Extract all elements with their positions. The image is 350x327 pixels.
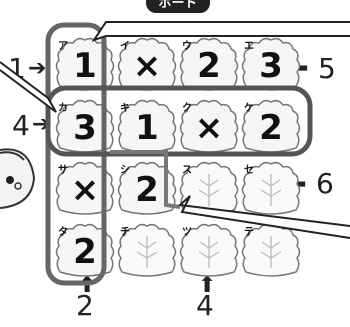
row1-left-arrow: ➔ [28,58,46,80]
cell-value: × [52,168,118,212]
cell-value: 1 [52,44,118,88]
row1-left-hint: 1 [8,55,26,83]
row2-left-hint: 4 [12,112,30,140]
row1-right-hint: 5 [318,55,336,83]
cell-kana-label: テ [244,223,254,238]
board-cell[interactable]: テ [238,218,304,284]
cell-kana-label: ス [182,161,192,176]
cell-value: 3 [238,44,304,88]
cell-value: 3 [52,106,118,150]
board-cell[interactable]: イ× [114,32,180,98]
board-cell[interactable]: チ [114,218,180,284]
cell-value: 2 [114,168,180,212]
board-title: ボード [146,0,210,13]
cell-kana-label: セ [244,161,254,176]
board-cell[interactable]: ス [176,156,242,222]
cell-value: 2 [52,230,118,274]
character-illustration [0,149,34,208]
cell-kana-label: チ [120,223,130,238]
board-cell[interactable]: ツ [176,218,242,284]
row3-right-hint: 6 [316,170,334,198]
cell-value: × [114,44,180,88]
cell-value: 2 [176,44,242,88]
board-cell[interactable]: ク× [176,94,242,160]
cell-value: 1 [114,106,180,150]
cell-value: × [176,106,242,150]
cell-kana-label: ツ [182,223,192,238]
cell-value: 2 [238,106,304,150]
board-cell[interactable]: サ× [52,156,118,222]
col3-bottom-hint: 4 [196,292,214,320]
board-cell[interactable]: セ [238,156,304,222]
row2-left-arrow: ➔ [32,114,50,136]
col1-bottom-hint: 2 [76,292,94,320]
